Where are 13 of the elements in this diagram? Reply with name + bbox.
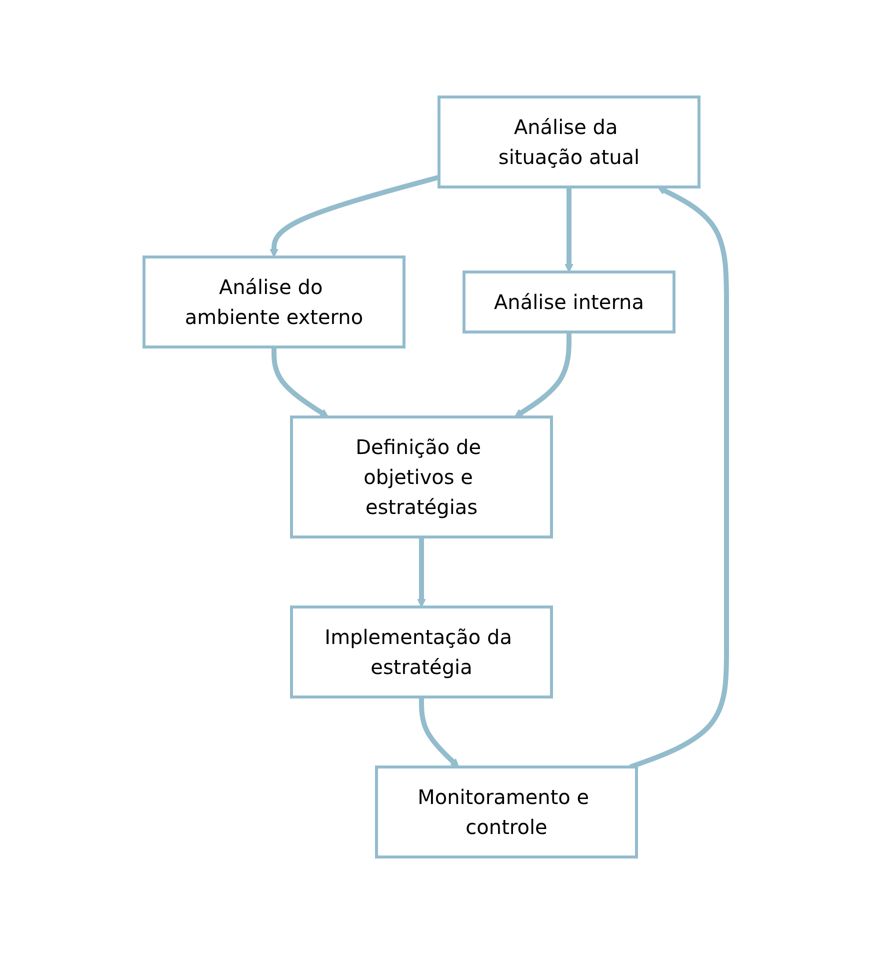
arrow (269, 174, 440, 258)
arrow (514, 332, 572, 418)
arrow (418, 697, 459, 768)
node-box: Implementação da estratégia (290, 606, 553, 698)
arrow (629, 186, 729, 770)
node-box: Monitoramento e controle (374, 766, 638, 858)
node-box: Análise interna (462, 270, 676, 334)
arrow (271, 347, 328, 418)
node-box: Análise do ambiente externo (142, 256, 406, 348)
arrow (416, 537, 426, 608)
arrow (564, 187, 574, 272)
node-box: Definição de objetivos e estratégias (290, 416, 553, 538)
node-box: Análise da situação atual (437, 96, 700, 188)
